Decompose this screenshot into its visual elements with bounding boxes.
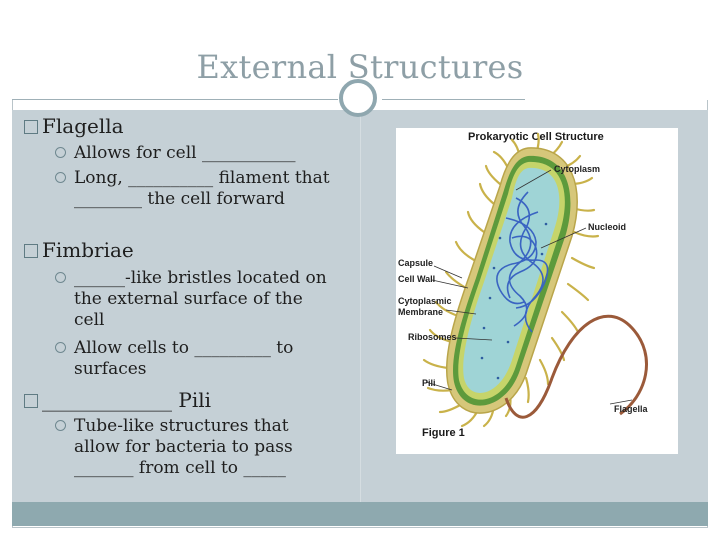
label-capsule: Capsule [398, 258, 433, 268]
bullet-label: Fimbriae [42, 238, 134, 262]
label-cell-wall: Cell Wall [398, 274, 435, 284]
checkbox-bullet-icon [24, 394, 38, 408]
sub-bullet: ______-like bristles located on the exte… [55, 268, 336, 331]
pili-hairs [422, 132, 600, 428]
sub-bullet-text: Tube-like structures that allow for bact… [74, 416, 293, 478]
cell-illustration: Prokaryotic Cell Structure [398, 131, 649, 439]
sub-bullet-text: Long, __________ filament that ________ … [74, 168, 330, 209]
label-pili: Pili [422, 378, 436, 388]
label-cytoplasmic: Cytoplasmic [398, 296, 452, 306]
sub-bullet: Allows for cell ___________ [55, 143, 344, 164]
checkbox-bullet-icon [24, 244, 38, 258]
checkbox-bullet-icon [24, 120, 38, 134]
bullet-flagella: Flagella [24, 114, 124, 138]
bullet-fimbriae: Fimbriae [24, 238, 134, 262]
bullet-pili: _____________ Pili [24, 388, 211, 412]
title-ring-ornament [339, 79, 377, 117]
ring-bullet-icon [55, 272, 66, 283]
title-divider-left [12, 99, 338, 100]
footer-bar [12, 502, 708, 526]
ring-bullet-icon [55, 172, 66, 183]
ribosome-dots [480, 222, 548, 380]
label-nucleoid: Nucleoid [588, 222, 626, 232]
sub-bullet: Long, __________ filament that ________ … [55, 168, 336, 210]
ring-bullet-icon [55, 420, 66, 431]
sub-bullet: Tube-like structures that allow for bact… [55, 416, 324, 479]
bullet-label: Flagella [42, 114, 124, 138]
label-cytoplasm: Cytoplasm [554, 164, 600, 174]
ring-bullet-icon [55, 147, 66, 158]
ring-bullet-icon [55, 342, 66, 353]
cytoplasm-body [463, 167, 560, 393]
sub-bullet-text: Allows for cell ___________ [74, 143, 296, 163]
flagellum [504, 314, 648, 419]
title-divider-right [382, 99, 525, 100]
sub-bullet-text: ______-like bristles located on the exte… [74, 268, 327, 330]
nucleoid-strands [496, 191, 549, 333]
figure-title: Prokaryotic Cell Structure [468, 131, 604, 143]
label-flagella: Flagella [614, 404, 649, 414]
label-ribosomes: Ribosomes [408, 332, 457, 342]
prokaryotic-cell-figure: Prokaryotic Cell Structure [396, 128, 678, 454]
sub-bullet-text: Allow cells to _________ to surfaces [74, 338, 294, 379]
label-membrane: Membrane [398, 307, 443, 317]
sub-bullet: Allow cells to _________ to surfaces [55, 338, 336, 380]
column-separator [360, 110, 361, 502]
figure-caption: Figure 1 [422, 427, 465, 439]
leader-lines [425, 169, 633, 405]
bullet-label: _____________ Pili [42, 388, 212, 412]
